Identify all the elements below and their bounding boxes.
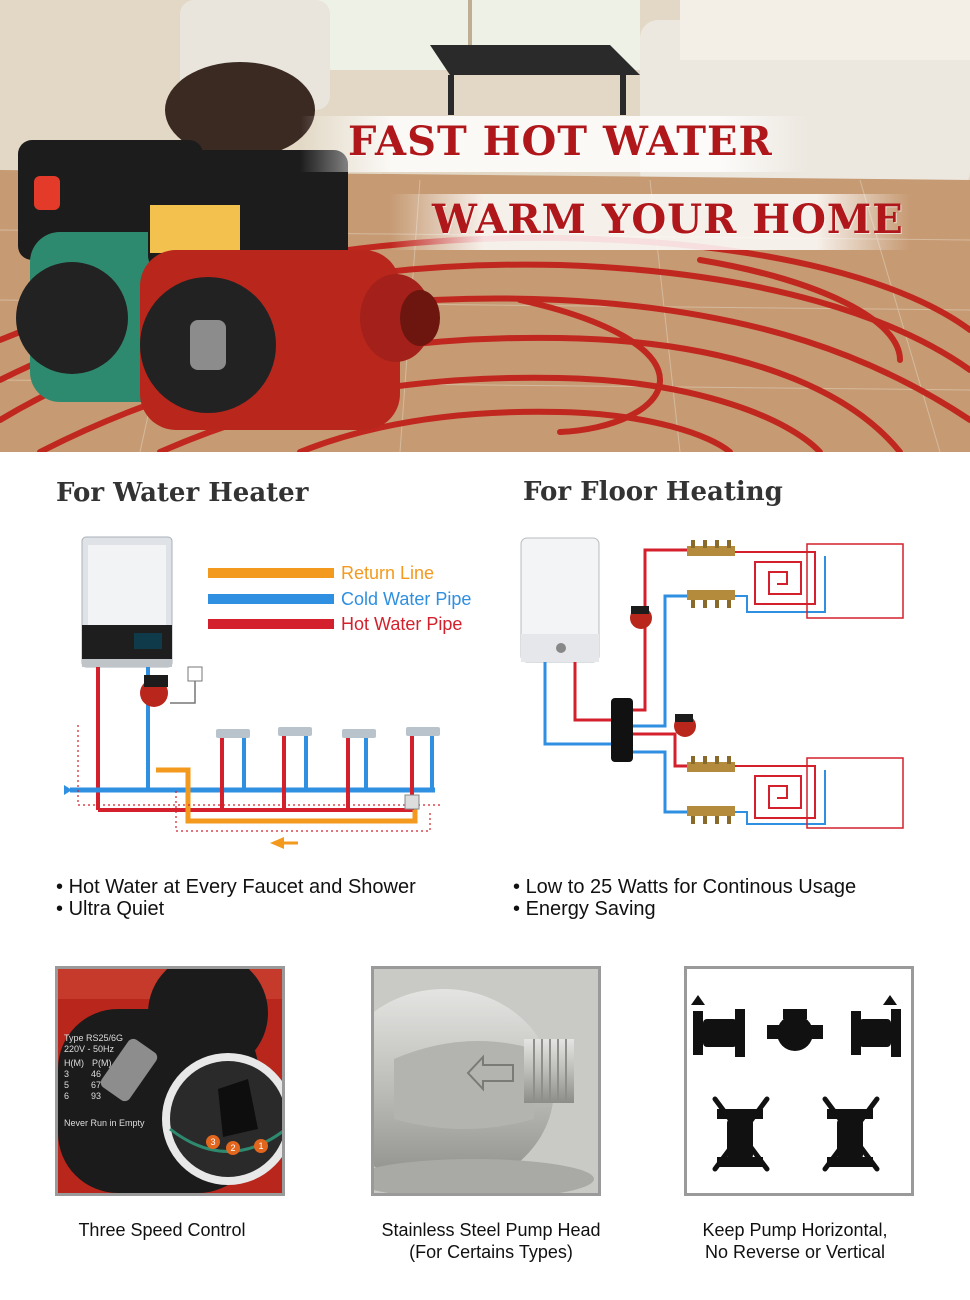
legend-swatch-hot: [208, 619, 334, 629]
hero-banner: FAST HOT WATER WARM YOUR HOME: [0, 0, 970, 452]
water-heater-heading: For Water Heater: [56, 478, 309, 508]
pump-warning: Never Run in Empty: [64, 1118, 145, 1128]
caption-line: Three Speed Control: [78, 1220, 246, 1240]
floor-heating-heading: For Floor Heating: [523, 477, 783, 507]
floor-heating-diagram: [515, 530, 915, 830]
speed-mark-1: 1: [254, 1139, 268, 1153]
caption-line: (For Certains Types): [409, 1242, 573, 1262]
legend-hot-water-pipe: Hot Water Pipe: [341, 614, 463, 634]
legend-cold-water-pipe: Cold Water Pipe: [341, 589, 472, 609]
legend-swatch-return: [208, 568, 334, 578]
pump-row-speed: 6: [64, 1091, 70, 1101]
feature-item: Low to 25 Watts for Continous Usage: [513, 876, 857, 898]
three-speed-control-panel: Type RS25/6G 220V - 50Hz H(M) P(M) 3 46 5…: [55, 966, 285, 1196]
caption-line: No Reverse or Vertical: [704, 1242, 886, 1262]
floor-heating-features: Low to 25 Watts for Continous Usage Ener…: [513, 876, 857, 920]
pump-row-value: 46: [91, 1069, 102, 1079]
floor-heating-schematic: [520, 537, 904, 829]
pump-voltage: 220V - 50Hz: [64, 1044, 115, 1054]
pump-orientation-panel: [684, 966, 914, 1196]
caption-line: Stainless Steel Pump Head: [381, 1220, 601, 1240]
hero-title-line2: WARM YOUR HOME: [432, 196, 904, 243]
steel-pump-head-image: [374, 969, 598, 1193]
pump-row-speed: 3: [64, 1069, 70, 1079]
caption-stainless-head: Stainless Steel Pump Head (For Certains …: [356, 1219, 626, 1263]
feature-item: Hot Water at Every Faucet and Shower: [56, 876, 416, 898]
stainless-steel-head-panel: [371, 966, 601, 1196]
pump-col-pressure: P(M): [92, 1058, 112, 1068]
orientation-diagram: [691, 995, 901, 1172]
hero-title-line1: FAST HOT WATER: [348, 118, 773, 165]
caption-line: Keep Pump Horizontal,: [702, 1220, 888, 1240]
pump-row-value: 93: [91, 1091, 102, 1101]
pump-row-speed: 5: [64, 1080, 70, 1090]
water-heater-diagram: Return Line Cold Water Pipe Hot Water Pi…: [60, 525, 500, 855]
pump-label-plate: Type RS25/6G 220V - 50Hz H(M) P(M) 3 46 5…: [64, 1033, 174, 1129]
water-heater-schematic: [64, 536, 440, 849]
speed-mark-3: 3: [206, 1135, 220, 1149]
legend-swatch-cold: [208, 594, 334, 604]
feature-item: Energy Saving: [513, 898, 856, 920]
feature-item: Ultra Quiet: [56, 898, 416, 920]
water-heater-features: Hot Water at Every Faucet and Shower Ult…: [56, 876, 416, 920]
pump-type: Type RS25/6G: [64, 1033, 124, 1043]
pump-row-value: 67: [91, 1080, 102, 1090]
caption-three-speed: Three Speed Control: [32, 1219, 292, 1241]
caption-orientation: Keep Pump Horizontal, No Reverse or Vert…: [670, 1219, 920, 1263]
pump-col-head: H(M): [64, 1058, 84, 1068]
legend-return-line: Return Line: [341, 563, 435, 583]
speed-mark-2: 2: [226, 1141, 240, 1155]
